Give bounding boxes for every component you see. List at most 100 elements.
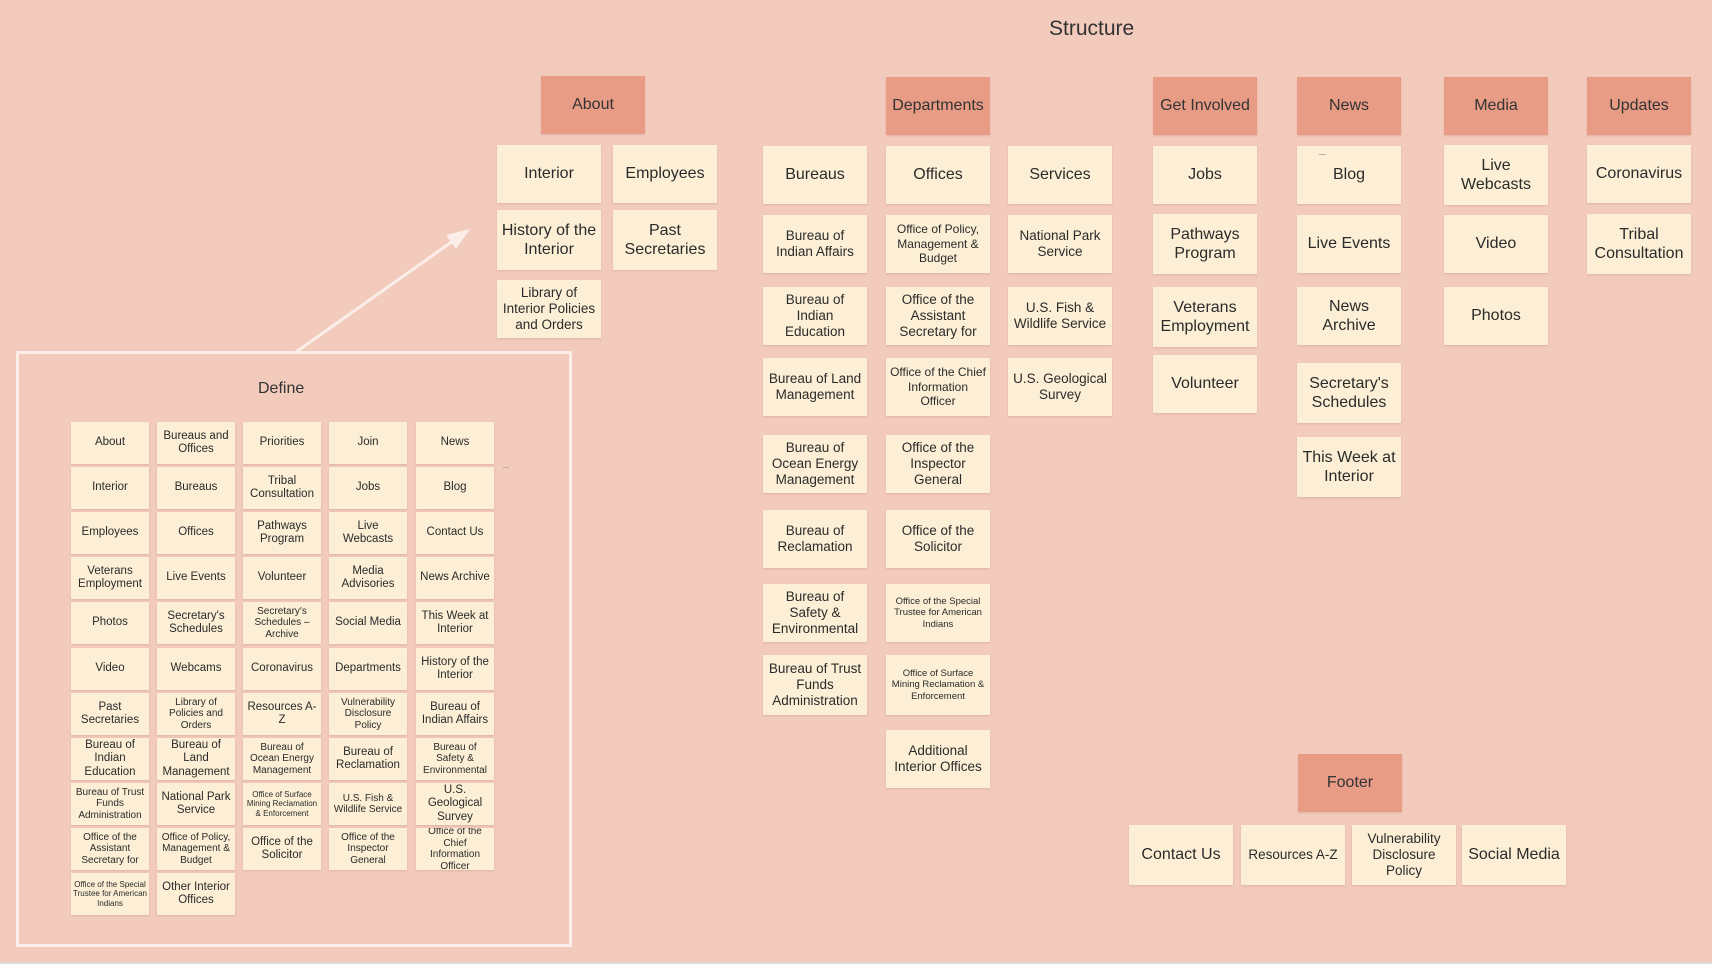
define-card-volunteer[interactable]: Volunteer bbox=[243, 557, 321, 599]
define-card-jobs[interactable]: Jobs bbox=[329, 467, 407, 509]
dept-bureau-of-reclamation[interactable]: Bureau of Reclamation bbox=[763, 510, 867, 568]
define-card-bureau-of-ocean-energy-management[interactable]: Bureau of Ocean Energy Management bbox=[243, 738, 321, 780]
news-blog[interactable]: Blog bbox=[1297, 146, 1401, 204]
header-get-involved[interactable]: Get Involved bbox=[1153, 77, 1257, 135]
updates-tribal-consultation[interactable]: Tribal Consultation bbox=[1587, 214, 1691, 274]
define-card-video[interactable]: Video bbox=[71, 648, 149, 690]
about-history-of-the-interior[interactable]: History of the Interior bbox=[497, 210, 601, 270]
define-card-secretary-s-schedules[interactable]: Secretary's Schedules bbox=[157, 602, 235, 644]
footer-social-media[interactable]: Social Media bbox=[1462, 825, 1566, 885]
dept-us-fish-wildlife-service[interactable]: U.S. Fish & Wildlife Service bbox=[1008, 287, 1112, 345]
header-about[interactable]: About bbox=[541, 76, 645, 134]
footer-contact-us[interactable]: Contact Us bbox=[1129, 825, 1233, 885]
media-live-webcasts[interactable]: Live Webcasts bbox=[1444, 145, 1548, 205]
define-card-bureau-of-indian-education[interactable]: Bureau of Indian Education bbox=[71, 738, 149, 780]
define-card-webcams[interactable]: Webcams bbox=[157, 648, 235, 690]
define-card-photos[interactable]: Photos bbox=[71, 602, 149, 644]
define-card-other-interior-offices[interactable]: Other Interior Offices bbox=[157, 873, 235, 915]
define-card-join[interactable]: Join bbox=[329, 422, 407, 464]
define-card-this-week-at-interior[interactable]: This Week at Interior bbox=[416, 602, 494, 644]
dept-services[interactable]: Services bbox=[1008, 146, 1112, 204]
define-card-bureau-of-safety-environmental[interactable]: Bureau of Safety & Environmental bbox=[416, 738, 494, 780]
define-card-history-of-the-interior[interactable]: History of the Interior bbox=[416, 648, 494, 690]
define-card-office-of-the-special-trustee-for-american-indians[interactable]: Office of the Special Trustee for Americ… bbox=[71, 873, 149, 915]
define-card-u-s-fish-wildlife-service[interactable]: U.S. Fish & Wildlife Service bbox=[329, 783, 407, 825]
define-card-news[interactable]: News bbox=[416, 422, 494, 464]
define-card-office-of-the-inspector-general[interactable]: Office of the Inspector General bbox=[329, 828, 407, 870]
header-departments[interactable]: Departments bbox=[886, 77, 990, 135]
define-card-departments[interactable]: Departments bbox=[329, 648, 407, 690]
define-card-tribal-consultation[interactable]: Tribal Consultation bbox=[243, 467, 321, 509]
define-card-office-of-the-assistant-secretary-for[interactable]: Office of the Assistant Secretary for bbox=[71, 828, 149, 870]
define-card-secretary-s-schedules-archive[interactable]: Secretary's Schedules – Archive bbox=[243, 602, 321, 644]
define-card-library-of-policies-and-orders[interactable]: Library of Policies and Orders bbox=[157, 693, 235, 735]
about-interior[interactable]: Interior bbox=[497, 145, 601, 203]
define-card-blog[interactable]: Blog bbox=[416, 467, 494, 509]
dept-bureau-of-ocean-energy-management[interactable]: Bureau of Ocean Energy Management bbox=[763, 435, 867, 493]
updates-coronavirus[interactable]: Coronavirus bbox=[1587, 145, 1691, 203]
define-card-live-webcasts[interactable]: Live Webcasts bbox=[329, 512, 407, 554]
dept-office-of-special-trustee[interactable]: Office of the Special Trustee for Americ… bbox=[886, 584, 990, 642]
define-card-office-of-policy-management-budget[interactable]: Office of Policy, Management & Budget bbox=[157, 828, 235, 870]
define-card-coronavirus[interactable]: Coronavirus bbox=[243, 648, 321, 690]
define-card-bureau-of-indian-affairs[interactable]: Bureau of Indian Affairs bbox=[416, 693, 494, 735]
dept-bureau-of-land-management[interactable]: Bureau of Land Management bbox=[763, 358, 867, 416]
get-involved-volunteer[interactable]: Volunteer bbox=[1153, 355, 1257, 413]
define-card-resources-a-z[interactable]: Resources A-Z bbox=[243, 693, 321, 735]
dept-office-of-chief-information-officer[interactable]: Office of the Chief Information Officer bbox=[886, 358, 990, 416]
define-card-national-park-service[interactable]: National Park Service bbox=[157, 783, 235, 825]
define-card-bureau-of-land-management[interactable]: Bureau of Land Management bbox=[157, 738, 235, 780]
define-card-bureaus[interactable]: Bureaus bbox=[157, 467, 235, 509]
about-employees[interactable]: Employees bbox=[613, 145, 717, 203]
media-photos[interactable]: Photos bbox=[1444, 287, 1548, 345]
news-secretarys-schedules[interactable]: Secretary's Schedules bbox=[1297, 363, 1401, 423]
dept-office-of-assistant-secretary[interactable]: Office of the Assistant Secretary for bbox=[886, 287, 990, 345]
dept-offices[interactable]: Offices bbox=[886, 146, 990, 204]
dept-bureaus[interactable]: Bureaus bbox=[763, 146, 867, 204]
define-card-pathways-program[interactable]: Pathways Program bbox=[243, 512, 321, 554]
footer-resources-a-z[interactable]: Resources A-Z bbox=[1241, 825, 1345, 885]
dept-additional-interior-offices[interactable]: Additional Interior Offices bbox=[886, 730, 990, 788]
header-updates[interactable]: Updates bbox=[1587, 77, 1691, 135]
about-past-secretaries[interactable]: Past Secretaries bbox=[613, 210, 717, 270]
get-involved-veterans-employment[interactable]: Veterans Employment bbox=[1153, 287, 1257, 347]
define-card-u-s-geological-survey[interactable]: U.S. Geological Survey bbox=[416, 783, 494, 825]
define-card-office-of-the-solicitor[interactable]: Office of the Solicitor bbox=[243, 828, 321, 870]
define-card-vulnerability-disclosure-policy[interactable]: Vulnerability Disclosure Policy bbox=[329, 693, 407, 735]
dept-office-of-surface-mining[interactable]: Office of Surface Mining Reclamation & E… bbox=[886, 655, 990, 715]
dept-office-of-policy-management-budget[interactable]: Office of Policy, Management & Budget bbox=[886, 215, 990, 273]
define-card-about[interactable]: About bbox=[71, 422, 149, 464]
define-card-live-events[interactable]: Live Events bbox=[157, 557, 235, 599]
dept-bureau-of-indian-education[interactable]: Bureau of Indian Education bbox=[763, 287, 867, 345]
define-card-past-secretaries[interactable]: Past Secretaries bbox=[71, 693, 149, 735]
define-card-offices[interactable]: Offices bbox=[157, 512, 235, 554]
dept-national-park-service[interactable]: National Park Service bbox=[1008, 215, 1112, 273]
dept-bureau-of-indian-affairs[interactable]: Bureau of Indian Affairs bbox=[763, 215, 867, 273]
define-card-veterans-employment[interactable]: Veterans Employment bbox=[71, 557, 149, 599]
define-card-employees[interactable]: Employees bbox=[71, 512, 149, 554]
header-footer[interactable]: Footer bbox=[1298, 754, 1402, 812]
about-library-of-interior-policies[interactable]: Library of Interior Policies and Orders bbox=[497, 280, 601, 338]
define-card-media-advisories[interactable]: Media Advisories bbox=[329, 557, 407, 599]
footer-vulnerability-disclosure-policy[interactable]: Vulnerability Disclosure Policy bbox=[1352, 825, 1456, 885]
dept-us-geological-survey[interactable]: U.S. Geological Survey bbox=[1008, 358, 1112, 416]
dept-office-of-the-solicitor[interactable]: Office of the Solicitor bbox=[886, 510, 990, 568]
header-news[interactable]: News bbox=[1297, 77, 1401, 135]
define-card-social-media[interactable]: Social Media bbox=[329, 602, 407, 644]
get-involved-jobs[interactable]: Jobs bbox=[1153, 146, 1257, 204]
define-card-office-of-the-chief-information-officer[interactable]: Office of the Chief Information Officer bbox=[416, 828, 494, 870]
define-card-news-archive[interactable]: News Archive bbox=[416, 557, 494, 599]
define-card-priorities[interactable]: Priorities bbox=[243, 422, 321, 464]
define-card-bureau-of-reclamation[interactable]: Bureau of Reclamation bbox=[329, 738, 407, 780]
media-video[interactable]: Video bbox=[1444, 215, 1548, 273]
define-card-interior[interactable]: Interior bbox=[71, 467, 149, 509]
define-card-contact-us[interactable]: Contact Us bbox=[416, 512, 494, 554]
define-card-bureau-of-trust-funds-administration[interactable]: Bureau of Trust Funds Administration bbox=[71, 783, 149, 825]
get-involved-pathways-program[interactable]: Pathways Program bbox=[1153, 214, 1257, 274]
news-this-week-at-interior[interactable]: This Week at Interior bbox=[1297, 437, 1401, 497]
header-media[interactable]: Media bbox=[1444, 77, 1548, 135]
dept-bureau-of-trust-funds[interactable]: Bureau of Trust Funds Administration bbox=[763, 655, 867, 715]
dept-office-of-inspector-general[interactable]: Office of the Inspector General bbox=[886, 435, 990, 493]
news-news-archive[interactable]: News Archive bbox=[1297, 287, 1401, 345]
news-live-events[interactable]: Live Events bbox=[1297, 215, 1401, 273]
